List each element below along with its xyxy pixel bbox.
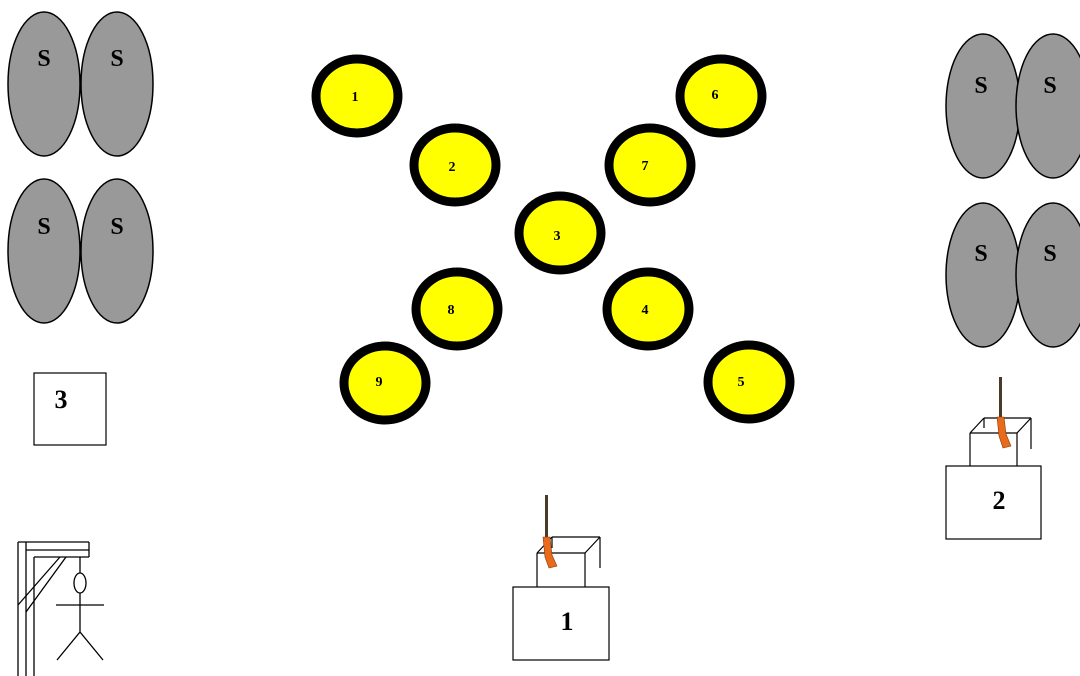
target-ring [680,59,762,133]
station-label: 3 [55,385,68,414]
target-number: 6 [712,88,719,103]
targets: 1 2 3 4 5 6 7 8 [316,59,790,420]
seat-group-right-top: S S [946,34,1080,178]
station-2: 2 [946,377,1041,539]
seat-group-left-bottom: S S [8,179,153,323]
stick-figure-icon [56,573,104,660]
target-number: 3 [554,229,561,244]
seat-label: S [110,214,123,240]
seat-ellipse [1016,34,1080,178]
rifle-icon [997,377,1011,448]
seat-ellipse [946,34,1020,178]
seat-group-left-top: S S [8,12,153,156]
target-ring [344,346,426,420]
rifle-icon [543,495,557,568]
gallows-icon [18,542,89,676]
station-box [34,373,106,445]
target-ring [416,272,498,346]
target-6: 6 [680,59,762,133]
seat-ellipse [8,12,80,156]
target-number: 4 [642,303,649,318]
target-1: 1 [316,59,398,133]
target-number: 8 [448,303,455,318]
target-9: 9 [344,346,426,420]
seat-label: S [37,214,50,240]
seat-ellipse [946,203,1020,347]
seat-label: S [1043,73,1056,99]
target-4: 4 [607,272,689,346]
target-5: 5 [708,345,790,419]
target-3: 3 [519,196,601,270]
seat-label: S [974,73,987,99]
target-number: 5 [738,375,745,390]
station-label: 1 [561,607,574,636]
target-ring [609,128,691,202]
station-label: 2 [993,486,1006,515]
seat-label: S [37,46,50,72]
seat-ellipse [81,12,153,156]
seat-group-right-bottom: S S [946,203,1080,347]
seat-label: S [1043,241,1056,267]
target-ring [708,345,790,419]
target-number: 7 [642,159,649,174]
target-number: 1 [352,90,359,105]
station-3: 3 [34,373,106,445]
target-7: 7 [609,128,691,202]
seat-ellipse [8,179,80,323]
target-number: 2 [449,160,456,175]
target-8: 8 [416,272,498,346]
seat-label: S [974,241,987,267]
station-1: 1 [513,495,609,660]
seat-ellipse [1016,203,1080,347]
target-number: 9 [376,375,383,390]
target-2: 2 [414,128,496,202]
seat-label: S [110,46,123,72]
seat-ellipse [81,179,153,323]
